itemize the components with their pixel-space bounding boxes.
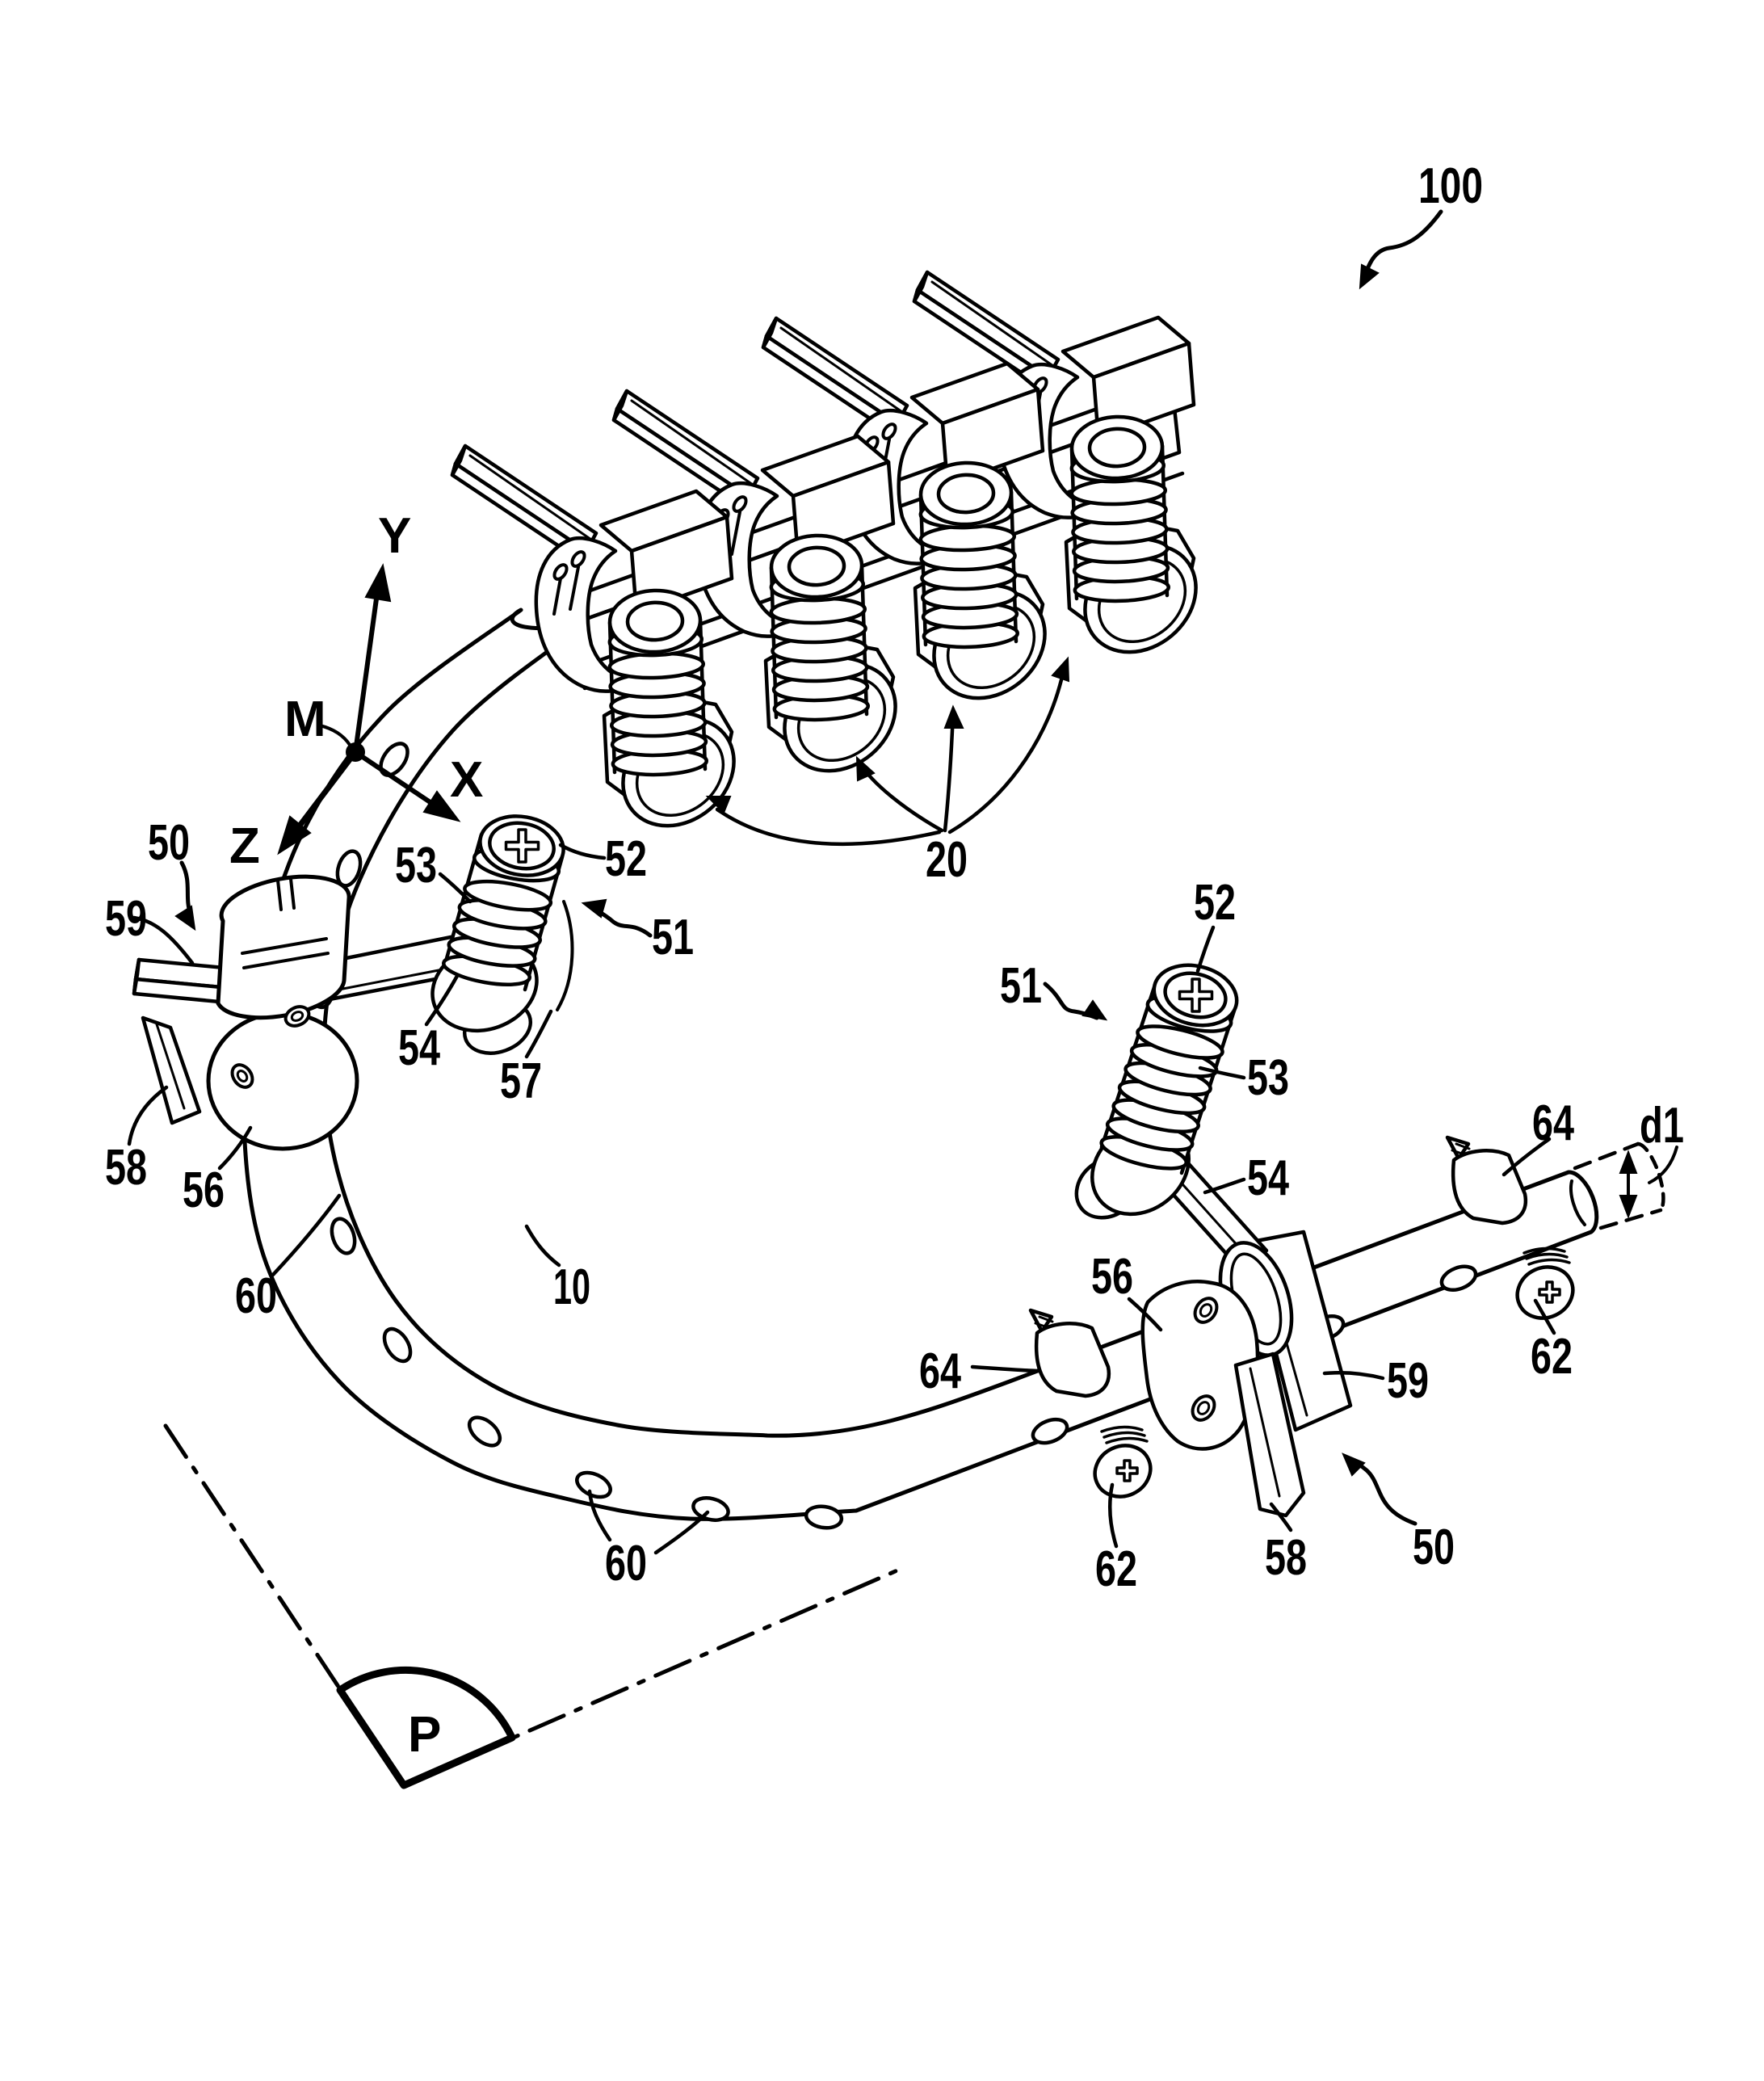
svg-text:53: 53 <box>395 838 437 893</box>
svg-text:P: P <box>408 1707 441 1763</box>
svg-text:X: X <box>450 752 483 808</box>
svg-text:62: 62 <box>1095 1541 1137 1597</box>
svg-text:50: 50 <box>148 815 190 871</box>
svg-text:Y: Y <box>378 508 411 564</box>
svg-text:59: 59 <box>1387 1353 1429 1409</box>
svg-text:64: 64 <box>1532 1095 1574 1151</box>
svg-text:20: 20 <box>926 832 968 888</box>
svg-text:54: 54 <box>398 1020 440 1076</box>
svg-text:52: 52 <box>605 831 647 887</box>
svg-text:Z: Z <box>229 818 260 874</box>
svg-text:60: 60 <box>605 1536 647 1591</box>
svg-text:51: 51 <box>1000 958 1042 1014</box>
svg-text:53: 53 <box>1247 1050 1289 1106</box>
svg-text:64: 64 <box>919 1343 961 1399</box>
svg-text:56: 56 <box>183 1162 225 1218</box>
svg-text:58: 58 <box>105 1140 147 1196</box>
svg-text:50: 50 <box>1413 1520 1455 1575</box>
svg-text:10: 10 <box>553 1259 590 1315</box>
svg-text:54: 54 <box>1247 1150 1289 1206</box>
svg-text:d1: d1 <box>1640 1098 1684 1154</box>
svg-text:58: 58 <box>1265 1530 1307 1586</box>
svg-text:60: 60 <box>235 1268 277 1324</box>
svg-text:57: 57 <box>500 1053 542 1109</box>
svg-text:62: 62 <box>1531 1329 1573 1385</box>
svg-text:52: 52 <box>1194 875 1236 931</box>
svg-text:100: 100 <box>1418 158 1483 214</box>
svg-text:59: 59 <box>105 891 147 947</box>
svg-text:51: 51 <box>652 910 694 965</box>
svg-text:M: M <box>284 692 326 747</box>
svg-text:56: 56 <box>1091 1249 1133 1305</box>
